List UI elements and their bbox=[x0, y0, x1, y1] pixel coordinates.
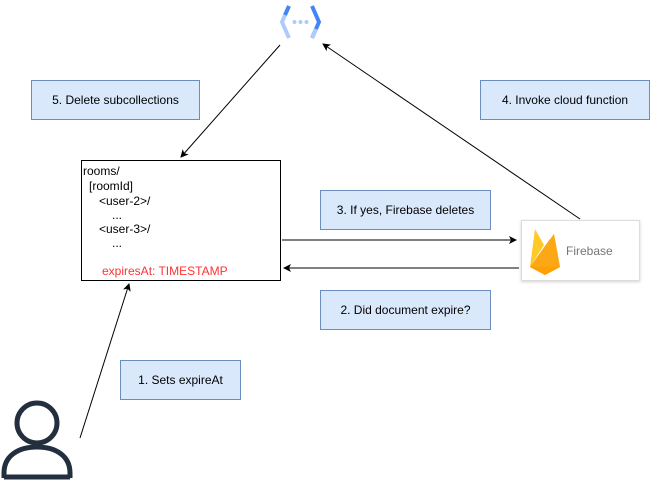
step-4-label: 4. Invoke cloud function bbox=[501, 93, 629, 107]
step-5-delete-subcollections: 5. Delete subcollections bbox=[31, 80, 200, 120]
doc-line-user-3: <user-3>/ bbox=[99, 222, 151, 236]
doc-line-ellipsis-2: ... bbox=[112, 236, 123, 250]
doc-line-user-2: <user-2>/ bbox=[99, 194, 151, 208]
doc-line-room-id: [roomId] bbox=[89, 179, 134, 193]
firebase-label: Firebase bbox=[566, 244, 613, 258]
step-4-invoke-cloud-function: 4. Invoke cloud function bbox=[480, 80, 650, 120]
step-2-did-document-expire: 2. Did document expire? bbox=[320, 290, 491, 330]
step-1-label: 1. Sets expireAt bbox=[138, 373, 223, 387]
doc-line-rooms: rooms/ bbox=[83, 164, 120, 178]
cloud-functions-icon bbox=[280, 5, 321, 39]
firestore-document-box: rooms/ [roomId] <user-2>/ ... <user-3>/ … bbox=[81, 160, 281, 281]
step-5-label: 5. Delete subcollections bbox=[52, 93, 179, 107]
step-3-firebase-deletes: 3. If yes, Firebase deletes bbox=[320, 190, 491, 230]
firebase-flame-icon bbox=[530, 229, 560, 275]
firebase-service-card: Firebase bbox=[521, 220, 640, 281]
doc-expires-field: expiresAt: TIMESTAMP bbox=[102, 264, 228, 278]
step-2-label: 2. Did document expire? bbox=[340, 303, 471, 317]
user-icon bbox=[1, 400, 73, 480]
step-1-sets-expire-at: 1. Sets expireAt bbox=[120, 360, 241, 400]
step-3-label: 3. If yes, Firebase deletes bbox=[336, 203, 475, 217]
doc-line-ellipsis-1: ... bbox=[112, 208, 123, 222]
